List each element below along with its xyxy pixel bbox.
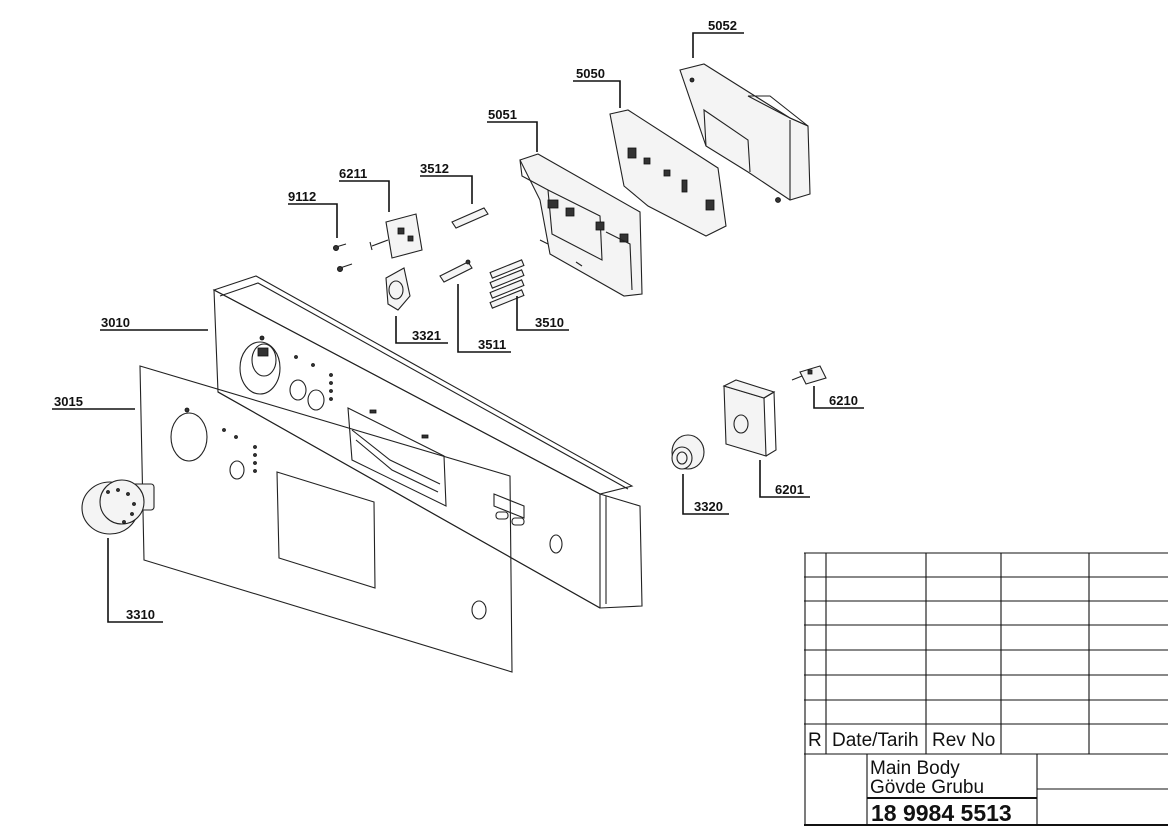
leader-lines	[52, 32, 864, 623]
drawing-part-number: 18 9984 5513	[871, 800, 1012, 826]
rev-no-header: Rev No	[932, 730, 995, 751]
part-5050-control-pcb	[609, 109, 727, 237]
label-6201: 6201	[775, 482, 804, 497]
part-6201-bracket	[722, 379, 777, 457]
label-3310: 3310	[126, 607, 155, 622]
label-3010: 3010	[101, 315, 130, 330]
label-9112: 9112	[288, 189, 316, 204]
label-3512: 3512	[420, 161, 449, 176]
label-5050: 5050	[576, 66, 605, 81]
part-6211-encoder	[369, 213, 423, 259]
part-labels: 5052 5050 5051 6211 3512 9112 3010 3321 …	[54, 18, 858, 622]
part-3512-light-pipe	[451, 207, 489, 229]
label-3510: 3510	[535, 315, 564, 330]
label-6210: 6210	[829, 393, 858, 408]
label-3511: 3511	[478, 337, 506, 352]
label-3015: 3015	[54, 394, 83, 409]
part-6210-switch	[791, 365, 827, 385]
label-3321: 3321	[412, 328, 441, 343]
part-5051-module-holder	[519, 153, 643, 297]
drawing-title-tr: Gövde Grubu	[870, 777, 984, 798]
rev-marker: R	[808, 730, 822, 751]
part-3010-control-panel	[212, 275, 643, 609]
part-3321-knob-holder	[385, 267, 411, 311]
part-3310-knob	[81, 479, 155, 535]
label-6211: 6211	[339, 166, 367, 181]
label-3320: 3320	[694, 499, 723, 514]
part-3511-lever	[439, 259, 473, 283]
label-5051: 5051	[488, 107, 517, 122]
drawing-title-en: Main Body	[870, 758, 960, 779]
title-block: R Date/Tarih Rev No Main Body Gövde Grub…	[804, 552, 1168, 826]
part-9112-screws	[332, 243, 353, 272]
part-3015-front-panel	[139, 365, 513, 673]
label-5052: 5052	[708, 18, 737, 33]
revision-table	[804, 552, 1168, 825]
date-header: Date/Tarih	[832, 730, 919, 751]
part-3320-button-cap	[671, 434, 705, 470]
part-5052-display-cover	[679, 63, 811, 203]
part-3510-push-rods	[489, 259, 525, 309]
